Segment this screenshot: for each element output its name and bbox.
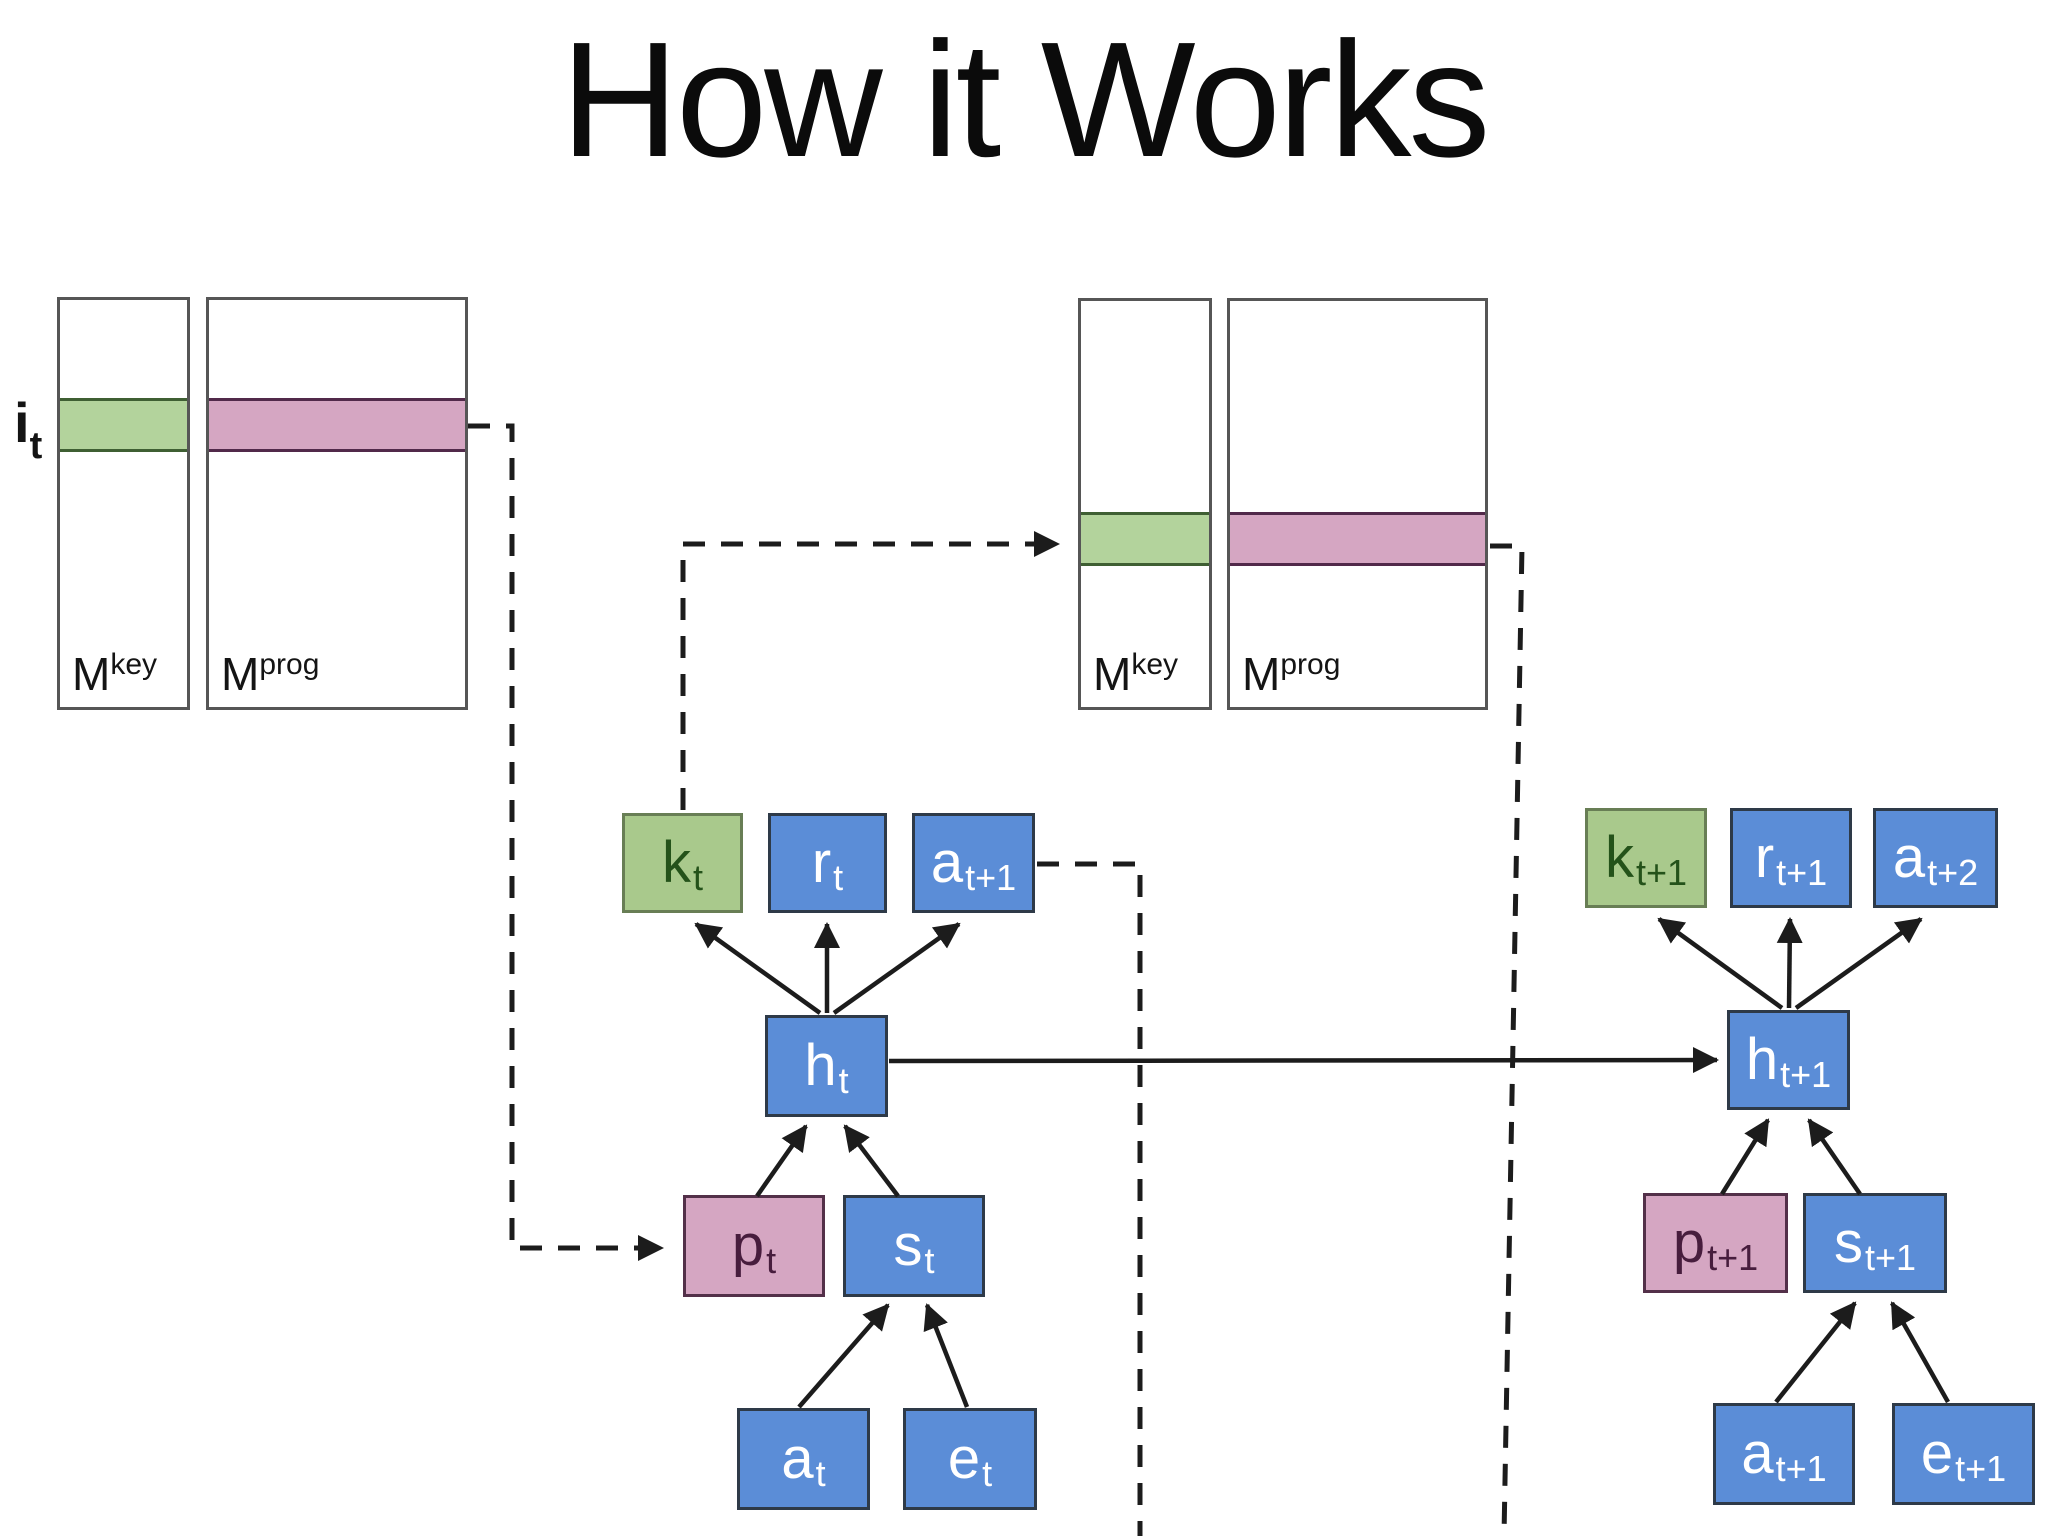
input-row-index-label: it bbox=[14, 391, 43, 467]
memory-key-label-left: Mkey bbox=[72, 648, 158, 700]
memory-prog-column-right: Mprog bbox=[1227, 298, 1488, 710]
memory-prog-selected-row-left bbox=[209, 398, 465, 452]
memory-key-selected-row-left bbox=[60, 398, 187, 452]
memory-key-column-right: Mkey bbox=[1078, 298, 1212, 710]
memory-prog-column-left: Mprog bbox=[206, 297, 468, 710]
memory-key-selected-row-right bbox=[1081, 512, 1209, 566]
memory-prog-label-right: Mprog bbox=[1242, 648, 1341, 700]
memory-prog-label-left: Mprog bbox=[221, 648, 320, 700]
memory-prog-selected-row-right bbox=[1230, 512, 1485, 566]
memory-key-column-left: Mkey bbox=[57, 297, 190, 710]
memory-key-label-right: Mkey bbox=[1093, 648, 1179, 700]
slide-title: How it Works bbox=[560, 8, 1491, 191]
node-arg-t plus-1: at+1 bbox=[912, 813, 1035, 913]
